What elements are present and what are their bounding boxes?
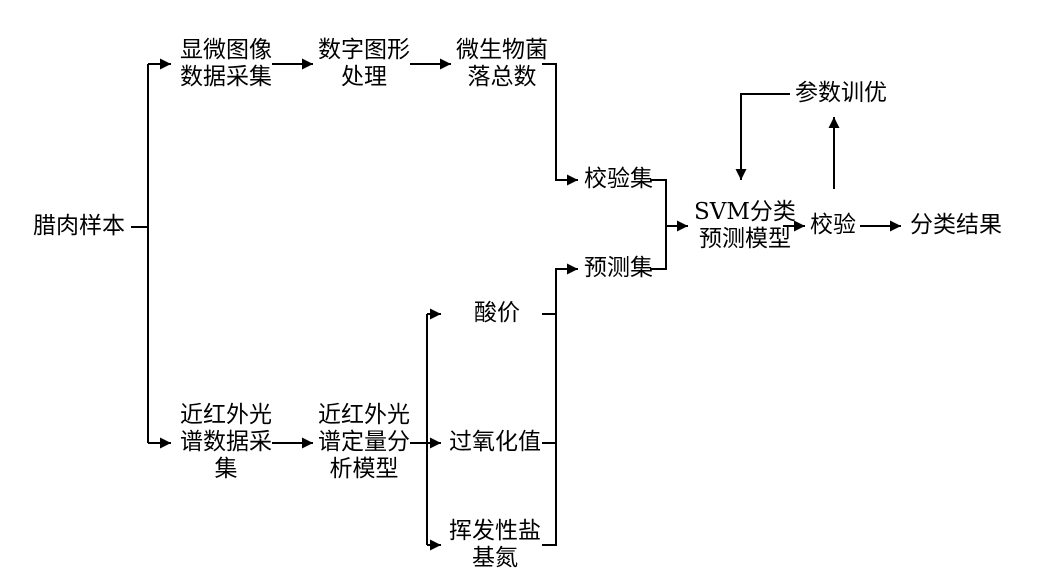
node-nir-collect-line-1: 近红外光 [180, 402, 272, 428]
node-svm-model-line-2: 预测模型 [698, 226, 791, 252]
node-tvbn-line-1: 挥发性盐 [449, 518, 541, 544]
node-nir-model-line-1: 近红外光 [318, 402, 410, 428]
node-param-opt-line-1: 参数训优 [795, 80, 887, 106]
node-svm-model: SVM分类 预测模型 [694, 199, 796, 253]
node-micro-collect-line-2: 数据采集 [180, 64, 272, 90]
arrow-merge-to-prediction [555, 263, 578, 314]
node-peroxide-value: 过氧化值 [449, 429, 541, 456]
node-digital-process-line-2: 处理 [341, 64, 387, 90]
node-nir-collect-line-2: 谱数据采 [180, 429, 272, 455]
node-tvbn-line-2: 基氮 [472, 545, 518, 571]
connector-calibration-merge [650, 179, 667, 270]
node-nir-model: 近红外光 谱定量分 析模型 [318, 402, 410, 483]
node-tvbn: 挥发性盐 基氮 [449, 518, 541, 572]
node-result-line-1: 分类结果 [910, 212, 1002, 238]
node-peroxide-value-line-1: 过氧化值 [449, 429, 541, 455]
node-acid-value: 酸价 [474, 300, 520, 327]
node-svm-model-line-1: SVM分类 [694, 199, 796, 225]
arrow-colony-to-calibration [542, 63, 578, 186]
node-nir-model-line-3: 析模型 [329, 456, 399, 482]
node-micro-collect: 显微图像 数据采集 [180, 37, 272, 91]
node-sample-line-1: 腊肉样本 [33, 213, 125, 239]
node-digital-process: 数字图形 处理 [318, 37, 410, 91]
arrow-param-to-svm [735, 93, 790, 180]
node-acid-value-line-1: 酸价 [474, 300, 520, 326]
node-nir-collect-line-3: 集 [214, 456, 238, 482]
node-colony-count-line-2: 落总数 [467, 64, 537, 90]
node-nir-model-line-2: 谱定量分 [318, 429, 410, 455]
node-sample: 腊肉样本 [33, 213, 125, 240]
node-validate-line-1: 校验 [810, 212, 856, 238]
node-digital-process-line-1: 数字图形 [318, 37, 410, 63]
node-calibration-set-line-1: 校验集 [584, 166, 653, 192]
node-validate: 校验 [810, 212, 856, 239]
node-param-opt: 参数训优 [795, 80, 887, 107]
node-micro-collect-line-1: 显微图像 [180, 37, 272, 63]
node-result: 分类结果 [910, 212, 1002, 239]
node-colony-count: 微生物菌 落总数 [456, 37, 548, 91]
node-colony-count-line-1: 微生物菌 [456, 37, 548, 63]
node-prediction-set-line-1: 预测集 [584, 255, 653, 281]
connector-indicators-merge [542, 313, 557, 546]
node-prediction-set: 预测集 [584, 255, 653, 282]
node-calibration-set: 校验集 [584, 166, 653, 193]
node-nir-collect: 近红外光 谱数据采 集 [180, 402, 272, 483]
